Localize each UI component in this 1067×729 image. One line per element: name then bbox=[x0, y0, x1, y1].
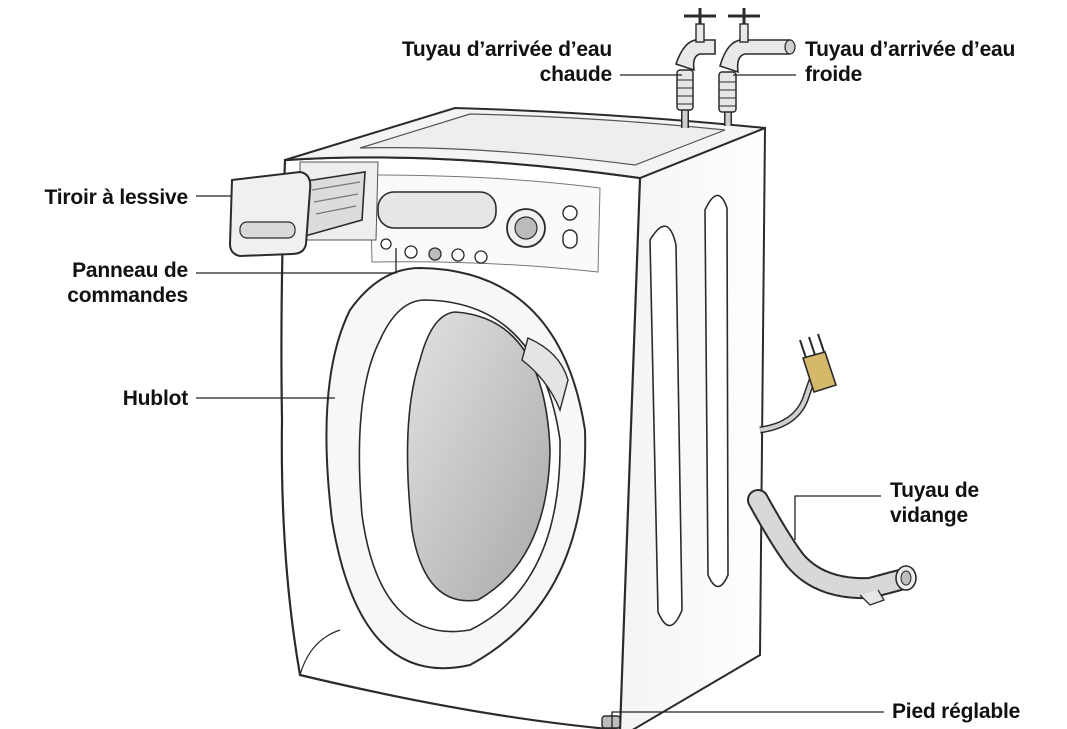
machine-top-inset bbox=[359, 113, 726, 166]
cold-water-inlet bbox=[718, 8, 796, 126]
label-control-panel-line1: Panneau de bbox=[72, 259, 188, 282]
adjustable-foot bbox=[601, 715, 621, 729]
door-handle bbox=[521, 337, 569, 413]
lower-front-curve bbox=[299, 629, 341, 676]
drawer-handle bbox=[239, 221, 296, 239]
label-drain-hose-line1: Tuyau de bbox=[890, 479, 980, 502]
label-control-panel: Panneau de commandes bbox=[0, 258, 188, 308]
label-detergent-drawer-text: Tiroir à lessive bbox=[44, 186, 188, 209]
door-glass bbox=[406, 311, 551, 602]
label-hot-water-inlet-line1: Tuyau d’arrivée d’eau bbox=[401, 38, 612, 61]
option-button bbox=[380, 238, 392, 250]
label-door-text: Hublot bbox=[122, 387, 188, 410]
label-hot-water-inlet-line2: chaude bbox=[539, 63, 613, 86]
label-drain-hose-line2: vidange bbox=[890, 504, 968, 527]
program-knob-center bbox=[514, 216, 538, 240]
leader-drain-hose bbox=[794, 495, 881, 540]
leader-lines bbox=[196, 74, 884, 728]
power-cord bbox=[759, 333, 838, 434]
label-cold-water-inlet-line1: Tuyau d’arrivée d’eau bbox=[805, 38, 1016, 61]
side-slot-right bbox=[704, 194, 729, 588]
side-slot-left bbox=[649, 225, 683, 627]
option-button bbox=[428, 247, 442, 261]
label-cold-water-inlet-line2: froide bbox=[805, 63, 863, 86]
leader-adjustable-foot bbox=[611, 711, 884, 728]
label-adjustable-foot: Pied réglable bbox=[892, 699, 1020, 724]
drawer-front bbox=[228, 170, 312, 258]
option-button bbox=[451, 248, 465, 262]
label-cold-water-inlet: Tuyau d’arrivée d’eau froide bbox=[805, 37, 1015, 87]
display-window bbox=[377, 191, 497, 229]
label-door: Hublot bbox=[0, 386, 188, 411]
option-button bbox=[404, 245, 418, 259]
option-button bbox=[474, 250, 488, 264]
label-adjustable-foot-text: Pied réglable bbox=[892, 700, 1021, 723]
leader-control-panel bbox=[196, 248, 397, 274]
power-button bbox=[562, 205, 578, 221]
start-button bbox=[562, 229, 578, 249]
label-detergent-drawer: Tiroir à lessive bbox=[0, 185, 188, 210]
drain-hose bbox=[747, 489, 917, 606]
hot-water-inlet bbox=[674, 8, 716, 128]
drawer-tray-ribs bbox=[311, 181, 361, 215]
label-hot-water-inlet: Tuyau d’arrivée d’eau chaude bbox=[350, 37, 612, 87]
label-control-panel-line2: commandes bbox=[67, 284, 188, 307]
label-drain-hose: Tuyau de vidange bbox=[890, 478, 979, 528]
